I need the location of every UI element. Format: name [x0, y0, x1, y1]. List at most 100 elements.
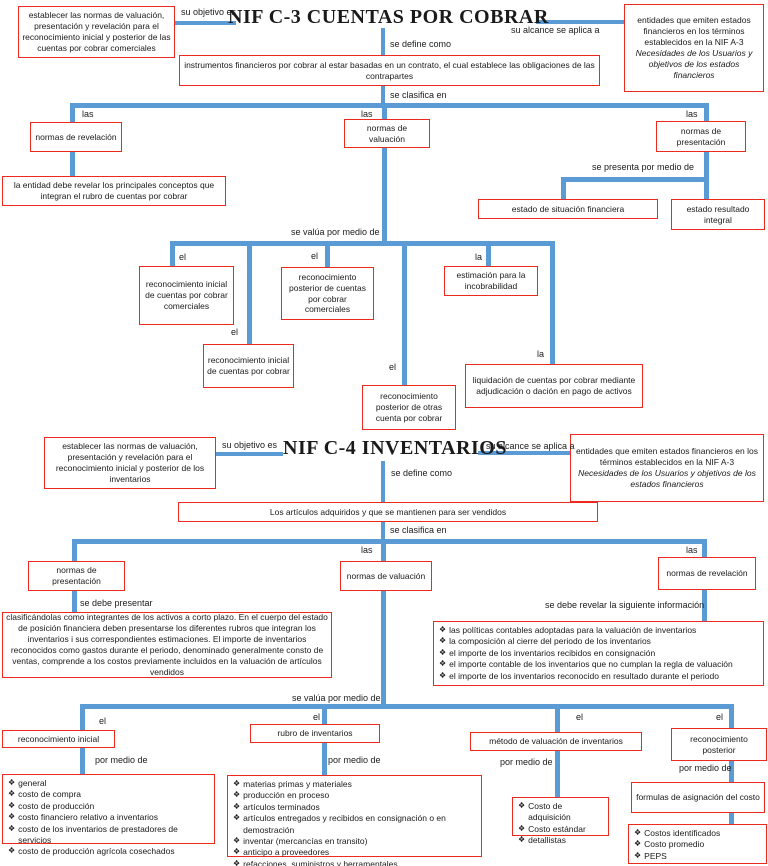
c3-define-label: se define como [390, 39, 452, 49]
bullet-item: ❖el importe contable de los inventarios … [439, 659, 758, 670]
diamond-bullet-icon: ❖ [8, 823, 16, 833]
bullet-item-text: general [18, 778, 47, 788]
c4-metodo-items-box: ❖Costo de adquisición❖Costo estándar❖det… [512, 797, 609, 845]
connector-line [72, 539, 707, 544]
bullet-item: ❖costo de compra [8, 789, 209, 800]
diamond-bullet-icon: ❖ [233, 790, 241, 800]
c4-normas-valuacion-box: normas de valuación [340, 561, 432, 591]
diamond-bullet-icon: ❖ [233, 835, 241, 845]
bullet-item-text: refacciones, suministros y herramentales [243, 858, 398, 866]
c4-normas-revelacion-text: normas de revelación [666, 568, 748, 579]
bullet-item-text: Costo estándar [528, 823, 586, 834]
article-label: las [82, 109, 94, 119]
c4-objetivo-text: establecer las normas de valuación, pres… [55, 441, 205, 484]
c3-rec-posterior-otras-box: reconocimiento posterior de otras cuenta… [362, 385, 456, 430]
bullet-item-text: costo de producción [18, 800, 95, 811]
c4-rec-inicial-items-box: ❖general❖costo de compra ❖ costo de produc… [2, 774, 215, 856]
c4-metodo-box: método de valuación de inventarios [470, 732, 642, 751]
article-label: la [475, 252, 483, 262]
c4-title: NIF C-4 INVENTARIOS [283, 437, 507, 459]
c4-metodo-text: método de valuación de inventarios [489, 736, 623, 747]
bullet-item: ❖general [8, 778, 209, 789]
c4-alcance-italic-text: Necesidades de los Usuarios y objetivos … [578, 468, 756, 489]
c4-formulas-box: formulas de asignación del costo [631, 782, 765, 813]
bullet-item-text: Costo de adquisición [528, 801, 571, 823]
connector-line [402, 241, 407, 386]
c3-valua-label: se valúa por medio de [291, 227, 380, 237]
c3-rec-posterior-otras-text: reconocimiento posterior de otras cuenta… [375, 391, 443, 423]
diamond-bullet-icon: ❖ [233, 801, 241, 811]
bullet-item-text: artículos terminados [243, 801, 320, 812]
c4-por-medio-label: por medio de [500, 757, 553, 767]
article-label: las [686, 545, 698, 555]
connector-line [486, 241, 491, 267]
diamond-bullet-icon: ❖ [634, 850, 642, 860]
c3-rec-inicial-text: reconocimiento inicial de cuentas por co… [207, 355, 290, 376]
diamond-bullet-icon: ❖ [233, 858, 241, 866]
c3-normas-revelacion-text: normas de revelación [35, 131, 117, 142]
bullet-item: ❖Costos identificados [634, 828, 761, 839]
bullet-item: ❖la composición al cierre del periodo de… [439, 636, 758, 647]
diamond-bullet-icon: ❖ [439, 625, 447, 634]
c3-normas-revelacion-box: normas de revelación [30, 122, 122, 152]
c4-normas-presentacion-text: normas de presentación [52, 565, 101, 586]
connector-line [381, 28, 385, 56]
bullet-item-text: Costos identificados [644, 828, 721, 838]
bullet-item-text: PEPS [644, 850, 667, 861]
c4-por-medio-label: por medio de [95, 755, 148, 765]
bullet-item: ❖refacciones, suministros y herramentale… [233, 859, 476, 866]
c3-title: NIF C-3 CUENTAS POR COBRAR [228, 6, 549, 28]
bullet-item-text: el importe de los inventarios reconocido… [449, 670, 719, 681]
article-label: el [716, 712, 724, 722]
c3-normas-valuacion-text: normas de valuación [366, 122, 408, 144]
bullet-item: ❖artículos entregados y recibidos en con… [233, 813, 476, 836]
bullet-item: ❖el importe de los inventarios recibidos… [439, 648, 758, 659]
bullet-item: ❖anticipo a proveedores [233, 847, 476, 858]
bullet-item-text: costo de compra [18, 789, 82, 800]
diamond-bullet-icon: ❖ [233, 779, 241, 788]
c4-por-medio-label: por medio de [328, 755, 381, 765]
bullet-item: ❖PEPS [634, 851, 761, 862]
c4-normas-presentacion-box: normas de presentación [28, 561, 125, 591]
bullet-item-text: costo de los inventarios de prestadores … [18, 823, 178, 845]
bullet-item: ❖Costo estándar [518, 824, 603, 835]
c3-definicion-text: instrumentos financieros por cobrar al e… [184, 59, 595, 81]
c4-formulas-text: formulas de asignación del costo [636, 792, 760, 803]
c3-estado-situacion-text: estado de situación financiera [511, 203, 625, 214]
c4-normas-revelacion-box: normas de revelación [658, 557, 756, 590]
c3-normas-valuacion-box: normas de valuación [344, 119, 430, 148]
connector-line [729, 704, 734, 825]
c3-revelacion-detalle-box: la entidad debe revelar los principales … [2, 176, 226, 206]
bullet-item: ❖costo financiero relativo a inventarios [8, 812, 209, 823]
c3-rec-inicial-box: reconocimiento inicial de cuentas por co… [203, 344, 294, 388]
diamond-bullet-icon: ❖ [439, 670, 447, 680]
bullet-item-text: la composición al cierre del periodo de … [449, 636, 651, 647]
c4-definicion-text: Los artículos adquiridos y que se mantie… [269, 506, 507, 517]
article-label: el [99, 716, 107, 726]
c3-liquidacion-text: liquidación de cuentas por cobrar median… [472, 375, 636, 396]
c3-revelacion-detalle-text: la entidad debe revelar los principales … [13, 180, 215, 201]
connector-line [536, 20, 626, 24]
c4-rubro-box: rubro de inventarios [250, 724, 380, 743]
c4-objetivo-box: establecer las normas de valuación, pres… [44, 437, 216, 489]
c3-liquidacion-box: liquidación de cuentas por cobrar median… [465, 364, 643, 408]
c3-clasifica-label: se clasifica en [390, 90, 447, 100]
connector-line [478, 451, 572, 455]
c4-clasifica-label: se clasifica en [390, 525, 447, 535]
bullet-item: ❖las políticas contables adoptadas para … [439, 625, 758, 636]
connector-line [170, 241, 555, 246]
connector-line [381, 522, 385, 540]
connector-line [247, 241, 252, 345]
article-label: el [389, 362, 397, 372]
diamond-bullet-icon: ❖ [518, 801, 526, 810]
article-label: el [231, 327, 239, 337]
c4-por-medio-label: por medio de [679, 763, 732, 773]
bullet-item: ❖producción en proceso [233, 790, 476, 801]
connector-line [704, 177, 709, 200]
c4-define-label: se define como [391, 468, 453, 478]
bullet-item: ❖el importe de los inventarios reconocid… [439, 671, 758, 682]
c4-alcance-text: entidades que emiten estados financieros… [576, 446, 758, 468]
c4-alcance-box: entidades que emiten estados financieros… [570, 434, 764, 502]
bullet-item-text: las políticas contables adoptadas para l… [449, 625, 697, 635]
